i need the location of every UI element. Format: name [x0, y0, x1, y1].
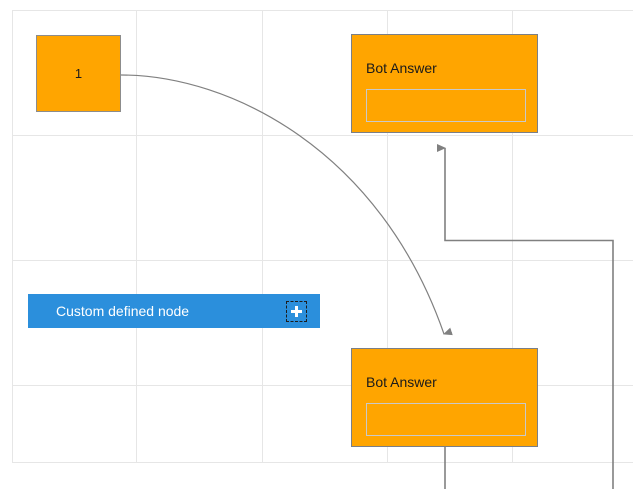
- bot-answer-message-slot[interactable]: [366, 89, 526, 122]
- plus-icon[interactable]: [286, 300, 307, 322]
- bot-answer-node-bottom[interactable]: Bot Answer: [351, 348, 538, 447]
- custom-defined-node-bar[interactable]: Custom defined node: [28, 294, 320, 328]
- bot-answer-message-slot[interactable]: [366, 403, 526, 436]
- bot-answer-title: Bot Answer: [366, 374, 437, 390]
- bot-answer-title: Bot Answer: [366, 60, 437, 76]
- custom-defined-node-label: Custom defined node: [56, 303, 190, 319]
- node-1[interactable]: 1: [36, 35, 121, 112]
- node-1-label: 1: [74, 66, 83, 81]
- bot-answer-node-top[interactable]: Bot Answer: [351, 34, 538, 133]
